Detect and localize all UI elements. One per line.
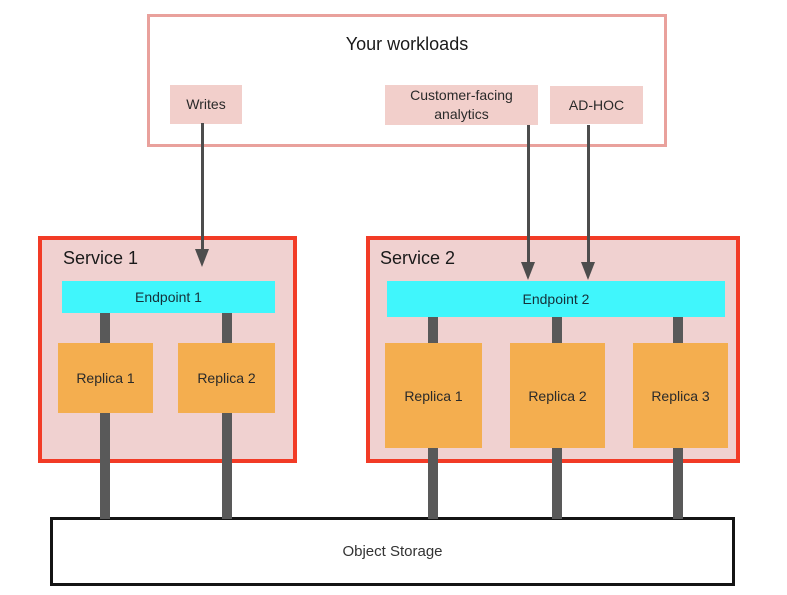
analytics-arrow-line <box>527 125 530 263</box>
service-1-endpoint: Endpoint 1 <box>62 281 275 313</box>
service-2-replica-1: Replica 1 <box>385 343 482 448</box>
adhoc-arrowhead-icon <box>581 262 595 280</box>
connector <box>100 313 110 343</box>
service-1-replica-2: Replica 2 <box>178 343 275 413</box>
connector <box>222 313 232 343</box>
connector <box>552 448 562 519</box>
adhoc-arrow-line <box>587 125 590 263</box>
service-2-replica-2: Replica 2 <box>510 343 605 448</box>
workload-item-customer-facing-analytics: Customer-facing analytics <box>385 85 538 125</box>
writes-arrowhead-icon <box>195 249 209 267</box>
service-1-replica-1: Replica 1 <box>58 343 153 413</box>
service-1-title: Service 1 <box>63 248 139 268</box>
connector <box>222 413 232 519</box>
connector <box>552 317 562 343</box>
connector <box>673 317 683 343</box>
service-2-title: Service 2 <box>380 248 456 268</box>
service-2-endpoint: Endpoint 2 <box>387 281 725 317</box>
workloads-title: Your workloads <box>345 34 469 54</box>
service-1-group: Service 1 Endpoint 1 Replica 1 Replica 2 <box>38 236 297 463</box>
connector <box>428 317 438 343</box>
workload-item-ad-hoc: AD-HOC <box>550 86 643 124</box>
writes-arrow-line <box>201 123 204 251</box>
service-2-group: Service 2 Endpoint 2 Replica 1 Replica 2… <box>366 236 740 463</box>
connector <box>100 413 110 519</box>
analytics-arrowhead-icon <box>521 262 535 280</box>
service-2-replica-3: Replica 3 <box>633 343 728 448</box>
workload-item-writes: Writes <box>170 85 242 124</box>
connector <box>673 448 683 519</box>
connector <box>428 448 438 519</box>
object-storage-box: Object Storage <box>50 517 735 586</box>
